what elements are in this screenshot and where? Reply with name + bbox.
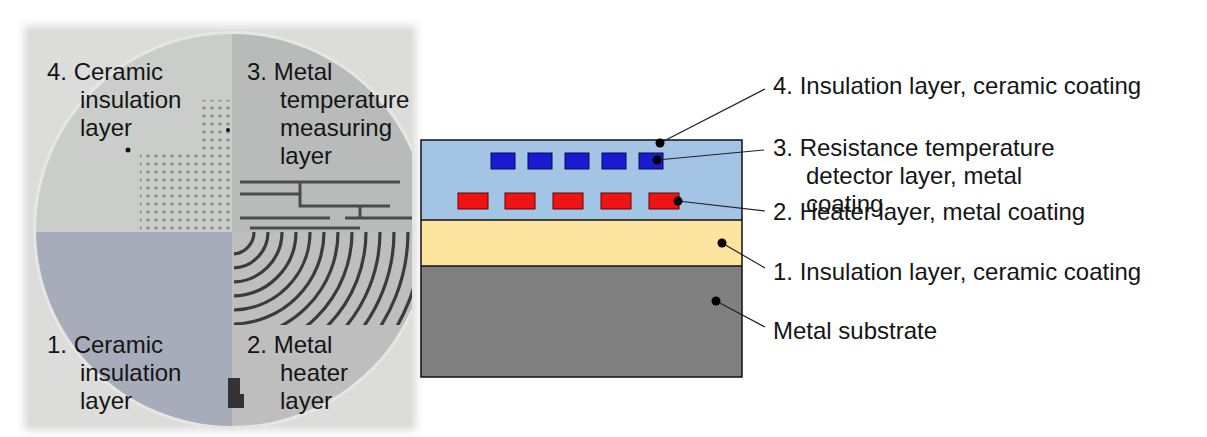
photo-label: 4. Ceramic insulation layer — [47, 58, 207, 142]
layer-label: 1. Insulation layer, ceramic coating — [773, 258, 1141, 286]
layer-label: 4. Insulation layer, ceramic coating — [773, 72, 1141, 100]
leader-lines — [657, 89, 765, 327]
photo-label: 3. Metal temperature measuring layer — [247, 58, 427, 170]
photo-label: 1. Ceramic insulation layer — [47, 331, 207, 415]
layer-label: Metal substrate — [773, 317, 937, 345]
photo-label: 2. Metal heater layer — [247, 331, 377, 415]
leader-dots — [653, 139, 727, 306]
layer-label: 2. Heater layer, metal coating — [773, 198, 1085, 226]
cross-section — [421, 140, 742, 377]
wafer-photo — [28, 30, 412, 426]
